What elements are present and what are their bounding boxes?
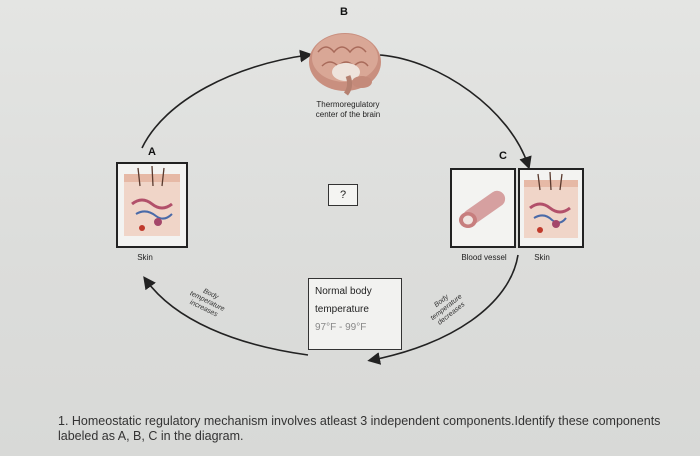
blood-vessel-caption: Blood vessel [461,253,507,262]
right-skin-caption: Skin [534,253,550,262]
label-a: A [148,146,156,158]
normal-temperature-box: Normal body temperature 97°F - 99°F [308,278,402,350]
brain-caption-line-1: Thermoregulatory [316,100,380,109]
skin-panel-left [116,162,188,248]
blood-vessel-icon [459,190,506,228]
arc-normal-to-skin [143,276,309,356]
label-b: B [340,6,348,18]
arc-brain-to-c [379,54,532,170]
normal-box-range: 97°F - 99°F [315,322,367,333]
skin-panel-right [518,168,584,248]
label-c: C [499,150,507,162]
brain-caption-line-2: center of the brain [315,110,381,119]
question-text: 1. Homeostatic regulatory mechanism invo… [58,414,661,443]
arc-a-to-brain [141,49,313,149]
normal-box-line-2: temperature [315,304,369,315]
skin-cross-section-icon [124,165,180,236]
question-box: ? [328,184,358,206]
normal-box-line-1: Normal body [315,286,372,297]
left-skin-caption: Skin [137,253,153,262]
skin-cross-section-icon-right [524,171,578,238]
blood-vessel-panel [450,168,516,248]
arc-right-to-normal [367,254,519,365]
brain-caption: Thermoregulatory center of the brain [300,100,396,120]
question-mark: ? [339,189,347,201]
